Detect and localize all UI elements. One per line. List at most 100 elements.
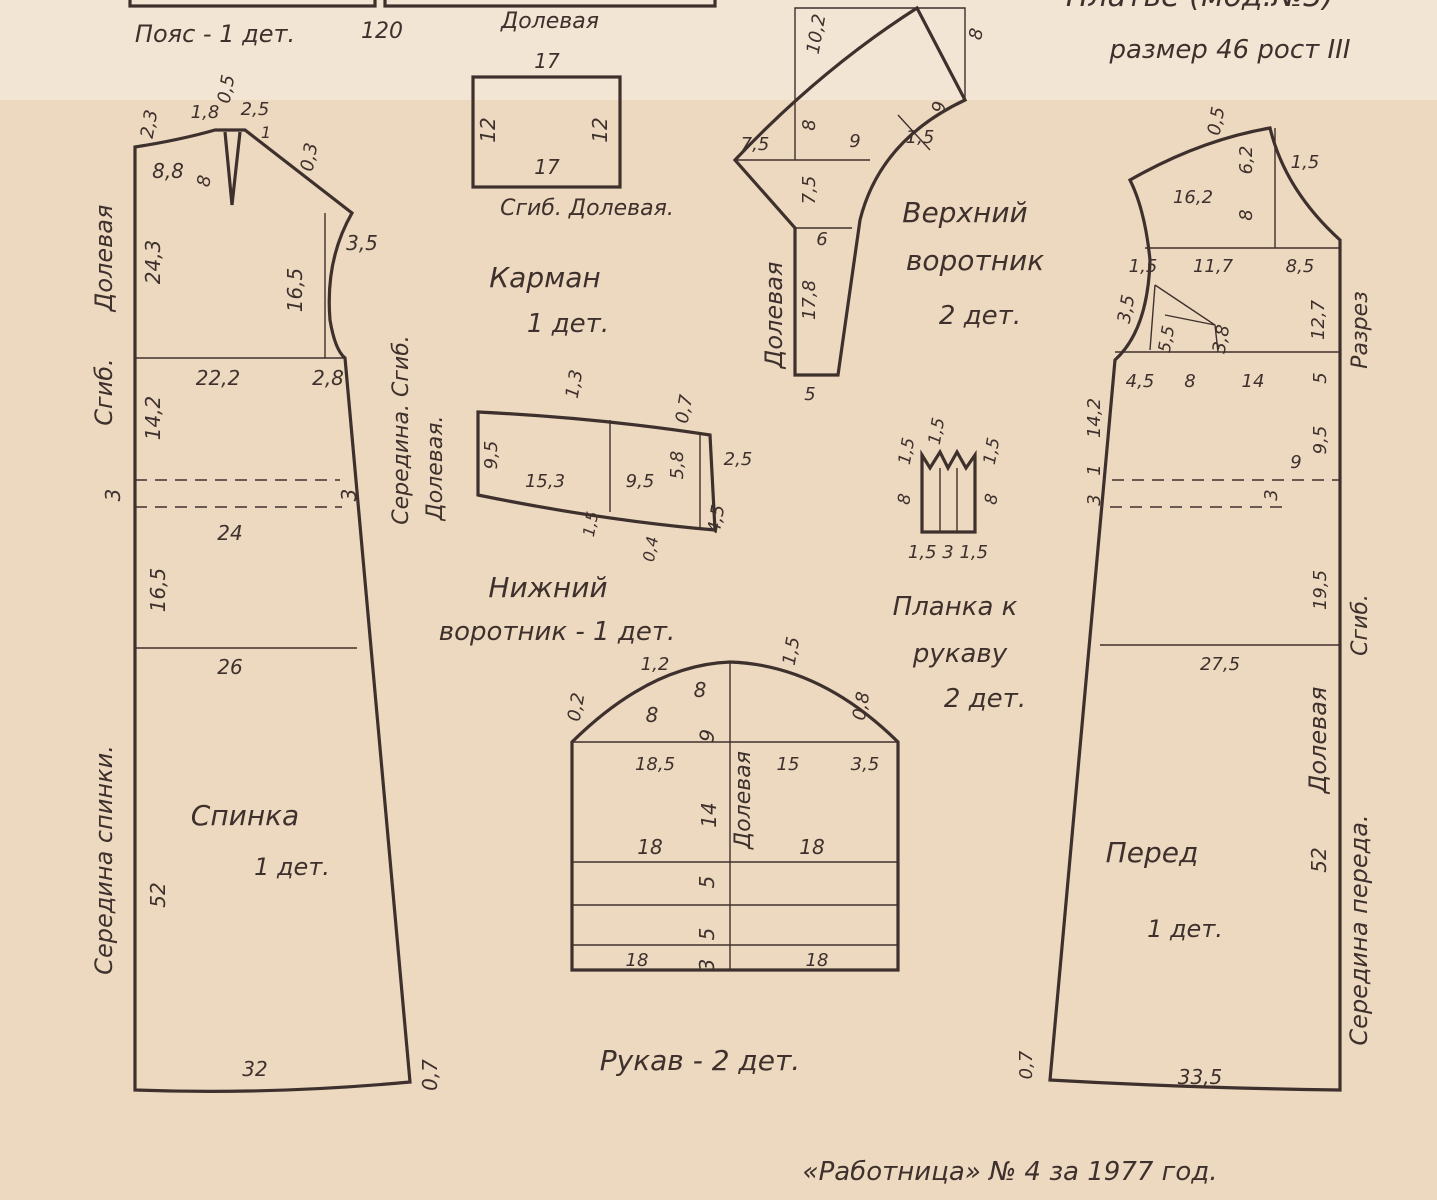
placket-label: 1,5 bbox=[925, 416, 949, 446]
pocket-label: 17 bbox=[534, 49, 560, 73]
upper-collar-label: воротник bbox=[906, 244, 1044, 277]
upper-collar-label: 7,5 bbox=[799, 176, 820, 205]
lower-collar-label: 0,4 bbox=[639, 535, 662, 563]
front-label: Сгиб. bbox=[1348, 594, 1373, 656]
front-label: 3,5 bbox=[1114, 293, 1140, 325]
sleeve-label: 18 bbox=[799, 835, 824, 859]
front-label: 12,7 bbox=[1308, 299, 1329, 340]
sleeve-label: 5 bbox=[695, 876, 719, 889]
lower-collar-label: 9,5 bbox=[481, 441, 502, 470]
sleeve-outline bbox=[570, 660, 900, 972]
sleeve-label: 14 bbox=[697, 802, 721, 827]
front-label: Долевая bbox=[1304, 687, 1332, 795]
back-label: 1 bbox=[261, 123, 271, 142]
sleeve-label: 8 bbox=[646, 703, 659, 727]
front-label: 3,8 bbox=[1209, 323, 1235, 355]
sleeve-label: 5 bbox=[695, 928, 719, 941]
front-label: 9,5 bbox=[1310, 426, 1331, 455]
front-label: 14 bbox=[1242, 371, 1265, 392]
sleeve-label: 18,5 bbox=[635, 754, 675, 775]
lower-collar-label: 1,5 bbox=[579, 510, 602, 538]
belt-piece bbox=[128, 0, 717, 8]
back-label: 2,5 bbox=[241, 99, 270, 120]
sleeve-label: 18 bbox=[806, 950, 829, 971]
front-label: 11,7 bbox=[1193, 256, 1234, 277]
upper-collar-label: 6 bbox=[816, 229, 827, 250]
back-label: 14,2 bbox=[141, 396, 165, 441]
front-label: 3 bbox=[1261, 489, 1282, 500]
front-label: 9 bbox=[1290, 452, 1301, 473]
lower-collar-outline bbox=[476, 410, 717, 532]
back-label: 3 bbox=[101, 489, 125, 502]
back-label: Середина. Сгиб. bbox=[389, 335, 414, 525]
back-label: 1 дет. bbox=[254, 853, 330, 881]
placket-label: 1,5 bbox=[980, 436, 1004, 466]
upper-collar-label: Долевая bbox=[760, 262, 788, 370]
belt-grain-label: Долевая bbox=[500, 9, 599, 34]
front-label: 16,2 bbox=[1173, 187, 1213, 208]
pattern-size: размер 46 рост III bbox=[1108, 35, 1350, 65]
sleeve-label: 8 bbox=[694, 678, 707, 702]
pocket-label: 12 bbox=[588, 117, 612, 142]
pocket-label: 1 дет. bbox=[527, 309, 609, 339]
back-label: Долевая bbox=[90, 205, 118, 313]
sleeve-label: 0,2 bbox=[564, 691, 590, 723]
back-label: 22,2 bbox=[196, 366, 241, 390]
front-label: 8 bbox=[1184, 371, 1195, 392]
lower-collar-label: 15,3 bbox=[525, 471, 565, 492]
back-label: 1,8 bbox=[191, 102, 220, 123]
sleeve-label: 3,5 bbox=[851, 754, 880, 775]
front-label: 8,5 bbox=[1286, 256, 1315, 277]
lower-collar-label: Нижний bbox=[488, 571, 607, 604]
back-label: 0,5 bbox=[214, 73, 240, 105]
placket-label: 1,5 bbox=[895, 436, 919, 466]
front-label: 14,2 bbox=[1084, 398, 1105, 438]
back-label: 0,7 bbox=[418, 1059, 442, 1091]
front-label: 4,5 bbox=[1126, 371, 1155, 392]
upper-collar-label: 8 bbox=[799, 119, 820, 130]
back-label: 16,5 bbox=[146, 568, 170, 613]
sleeve-label: 18 bbox=[626, 950, 649, 971]
placket-label: 8 bbox=[981, 492, 1003, 506]
back-label: 0,3 bbox=[297, 141, 323, 173]
upper-collar-label: 1,5 bbox=[906, 127, 935, 148]
front-label: 8 bbox=[1236, 209, 1257, 220]
front-label: Середина переда. bbox=[1345, 814, 1373, 1045]
sleeve-label: 9 bbox=[694, 727, 720, 744]
source-caption: «Работница» № 4 за 1977 год. bbox=[803, 1157, 1218, 1187]
sleeve-placket-outline bbox=[920, 448, 977, 534]
sleeve-label: Долевая bbox=[731, 751, 756, 850]
upper-collar-label: 9 bbox=[849, 131, 860, 152]
front-label: 5,5 bbox=[1155, 324, 1179, 354]
front-label: 5 bbox=[1310, 372, 1331, 383]
pocket-piece-outline bbox=[471, 75, 622, 189]
front-label: 0,5 bbox=[1204, 105, 1230, 137]
front-label: 33,5 bbox=[1178, 1065, 1223, 1089]
pocket-label: Карман bbox=[489, 261, 600, 294]
front-label: 1,5 bbox=[1291, 152, 1320, 173]
back-label: 2,3 bbox=[137, 108, 163, 140]
back-label: 24 bbox=[217, 521, 242, 545]
sleeve-label: 15 bbox=[777, 754, 800, 775]
back-label: 32 bbox=[242, 1057, 267, 1081]
back-label: Спинка bbox=[191, 799, 299, 832]
upper-collar-label: 8 bbox=[965, 27, 988, 42]
front-label: 52 bbox=[1307, 847, 1331, 872]
pocket-label: 17 bbox=[534, 155, 560, 179]
front-label: Разрез bbox=[1348, 291, 1373, 369]
lower-collar-label: 0,7 bbox=[672, 393, 698, 425]
upper-collar-label: 2 дет. bbox=[939, 301, 1021, 331]
front-label: 3 bbox=[1084, 494, 1105, 505]
back-piece-outline bbox=[133, 128, 412, 1093]
upper-collar-label: Верхний bbox=[902, 196, 1027, 229]
belt-label: Пояс - 1 дет. bbox=[135, 20, 295, 48]
upper-collar-outline bbox=[732, 5, 968, 377]
pocket-label: Сгиб. Долевая. bbox=[500, 196, 674, 221]
front-label: 6,2 bbox=[1236, 146, 1257, 175]
lower-collar-label: воротник - 1 дет. bbox=[439, 617, 676, 647]
belt-length: 120 bbox=[361, 19, 403, 44]
placket-label: Планка к bbox=[893, 592, 1018, 622]
front-label: 19,5 bbox=[1310, 570, 1331, 610]
sleeve-label: 0,8 bbox=[849, 690, 875, 722]
